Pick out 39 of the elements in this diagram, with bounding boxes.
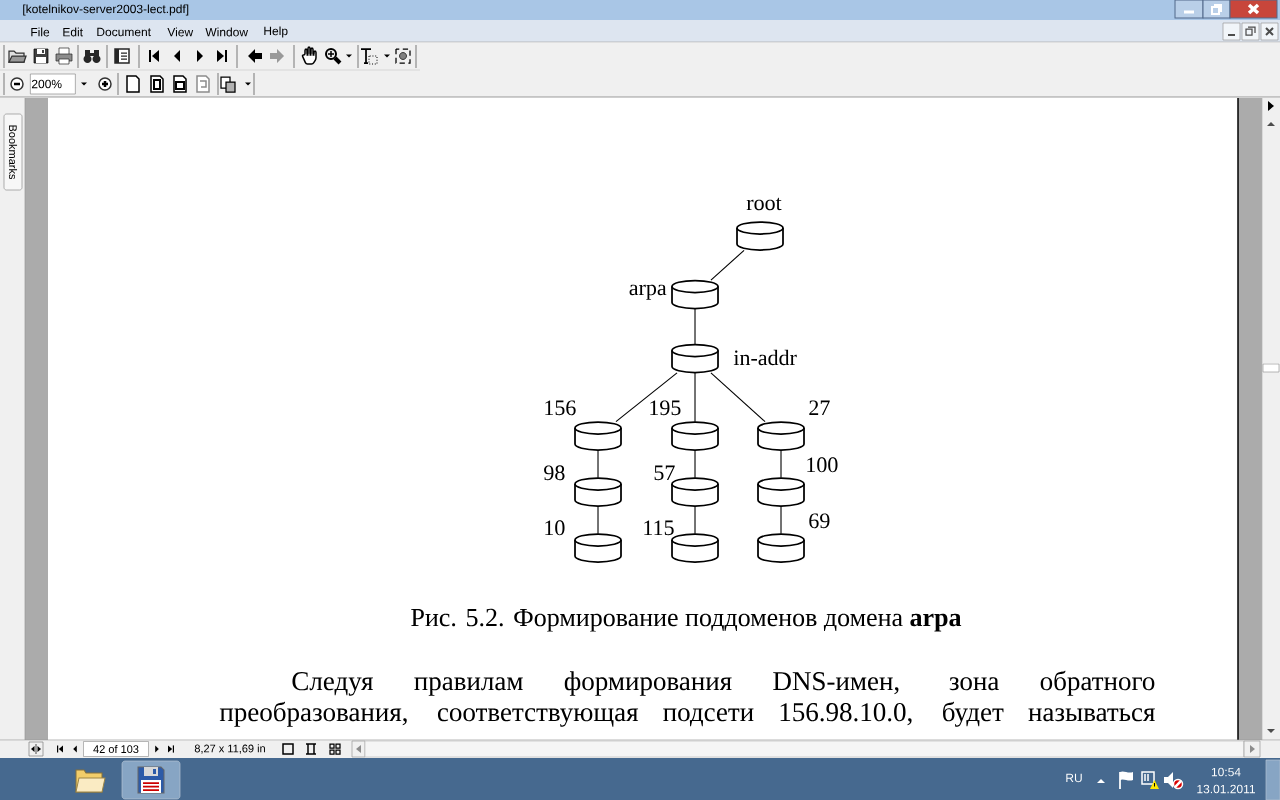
page-size-label: 8,27 x 11,69 in: [194, 744, 265, 754]
menu-item: Help: [264, 26, 288, 38]
node-label: 27: [809, 400, 830, 415]
bookmarks-tab: Bookmarks: [3, 113, 23, 191]
node-label: 69: [809, 513, 830, 529]
connector-line: [694, 372, 696, 423]
connector-line: [780, 449, 782, 479]
node-label: 10: [545, 520, 565, 536]
figure-caption: Рис. 5.2. Формирование поддоменов домена arpa: [411, 608, 962, 632]
menu-item: Window: [205, 27, 249, 37]
paragraph: Следуя правилам формирования DNS-имен, зона обратного преобразования, соответствующая подсети 156.98.10.0, будет называться: [219, 670, 1155, 727]
connector-line: [597, 449, 599, 479]
menu-item: Document: [97, 27, 151, 37]
menu-item: File: [31, 27, 50, 37]
connector-line: [597, 505, 599, 535]
connector-line: [615, 372, 678, 423]
connector-line: [780, 505, 782, 535]
page-number-field: 42 of 103: [83, 741, 149, 757]
node-label: 115: [644, 520, 674, 536]
window-title: [kotelnikov-server2003-lect.pdf]: [23, 4, 189, 16]
node-label: in-addr: [733, 349, 797, 366]
menu-item: View: [167, 27, 194, 37]
clock-time: 10:54: [1211, 767, 1241, 777]
clock-date: 13.01.2011: [1197, 784, 1255, 794]
connector-line: [694, 505, 696, 535]
connector-line: [710, 249, 745, 281]
node-label: 98: [544, 465, 565, 481]
menu-item: Edit: [63, 27, 83, 37]
node-label: 57: [654, 465, 675, 481]
connector-line: [694, 308, 696, 345]
connector-line: [710, 372, 766, 423]
node-label: root: [746, 197, 782, 211]
node-label: 156: [545, 400, 576, 416]
node-label: 100: [807, 457, 838, 473]
language-indicator: RU: [1066, 773, 1082, 783]
node-label: 195: [650, 400, 681, 416]
node-label: arpa: [629, 284, 667, 300]
zoom-field: 200%: [30, 73, 76, 95]
connector-line: [694, 449, 696, 479]
